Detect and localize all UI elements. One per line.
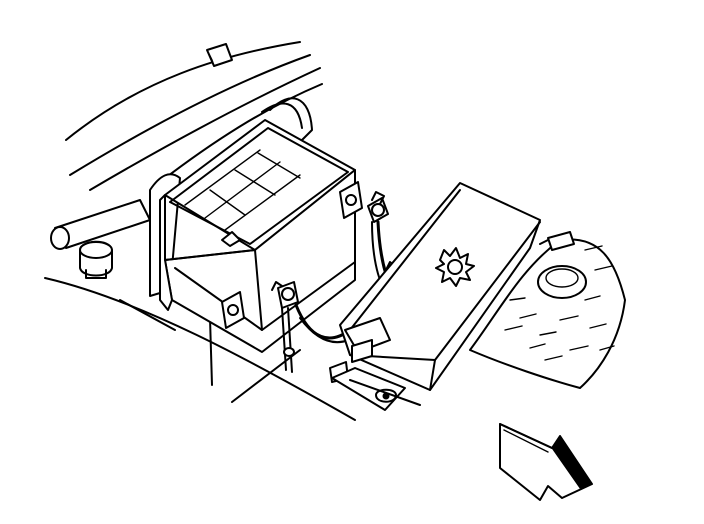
cooling-fan-shroud [469, 231, 626, 389]
washer-reservoir-cap [435, 247, 475, 287]
forward-direction-arrow [499, 423, 593, 501]
battery [159, 119, 363, 353]
hood-edge [65, 41, 323, 191]
fuse-relay-box [329, 182, 541, 411]
support-bracket [79, 240, 113, 279]
positive-terminal [367, 191, 389, 223]
fender-arch [44, 277, 356, 421]
negative-terminal [271, 281, 299, 309]
